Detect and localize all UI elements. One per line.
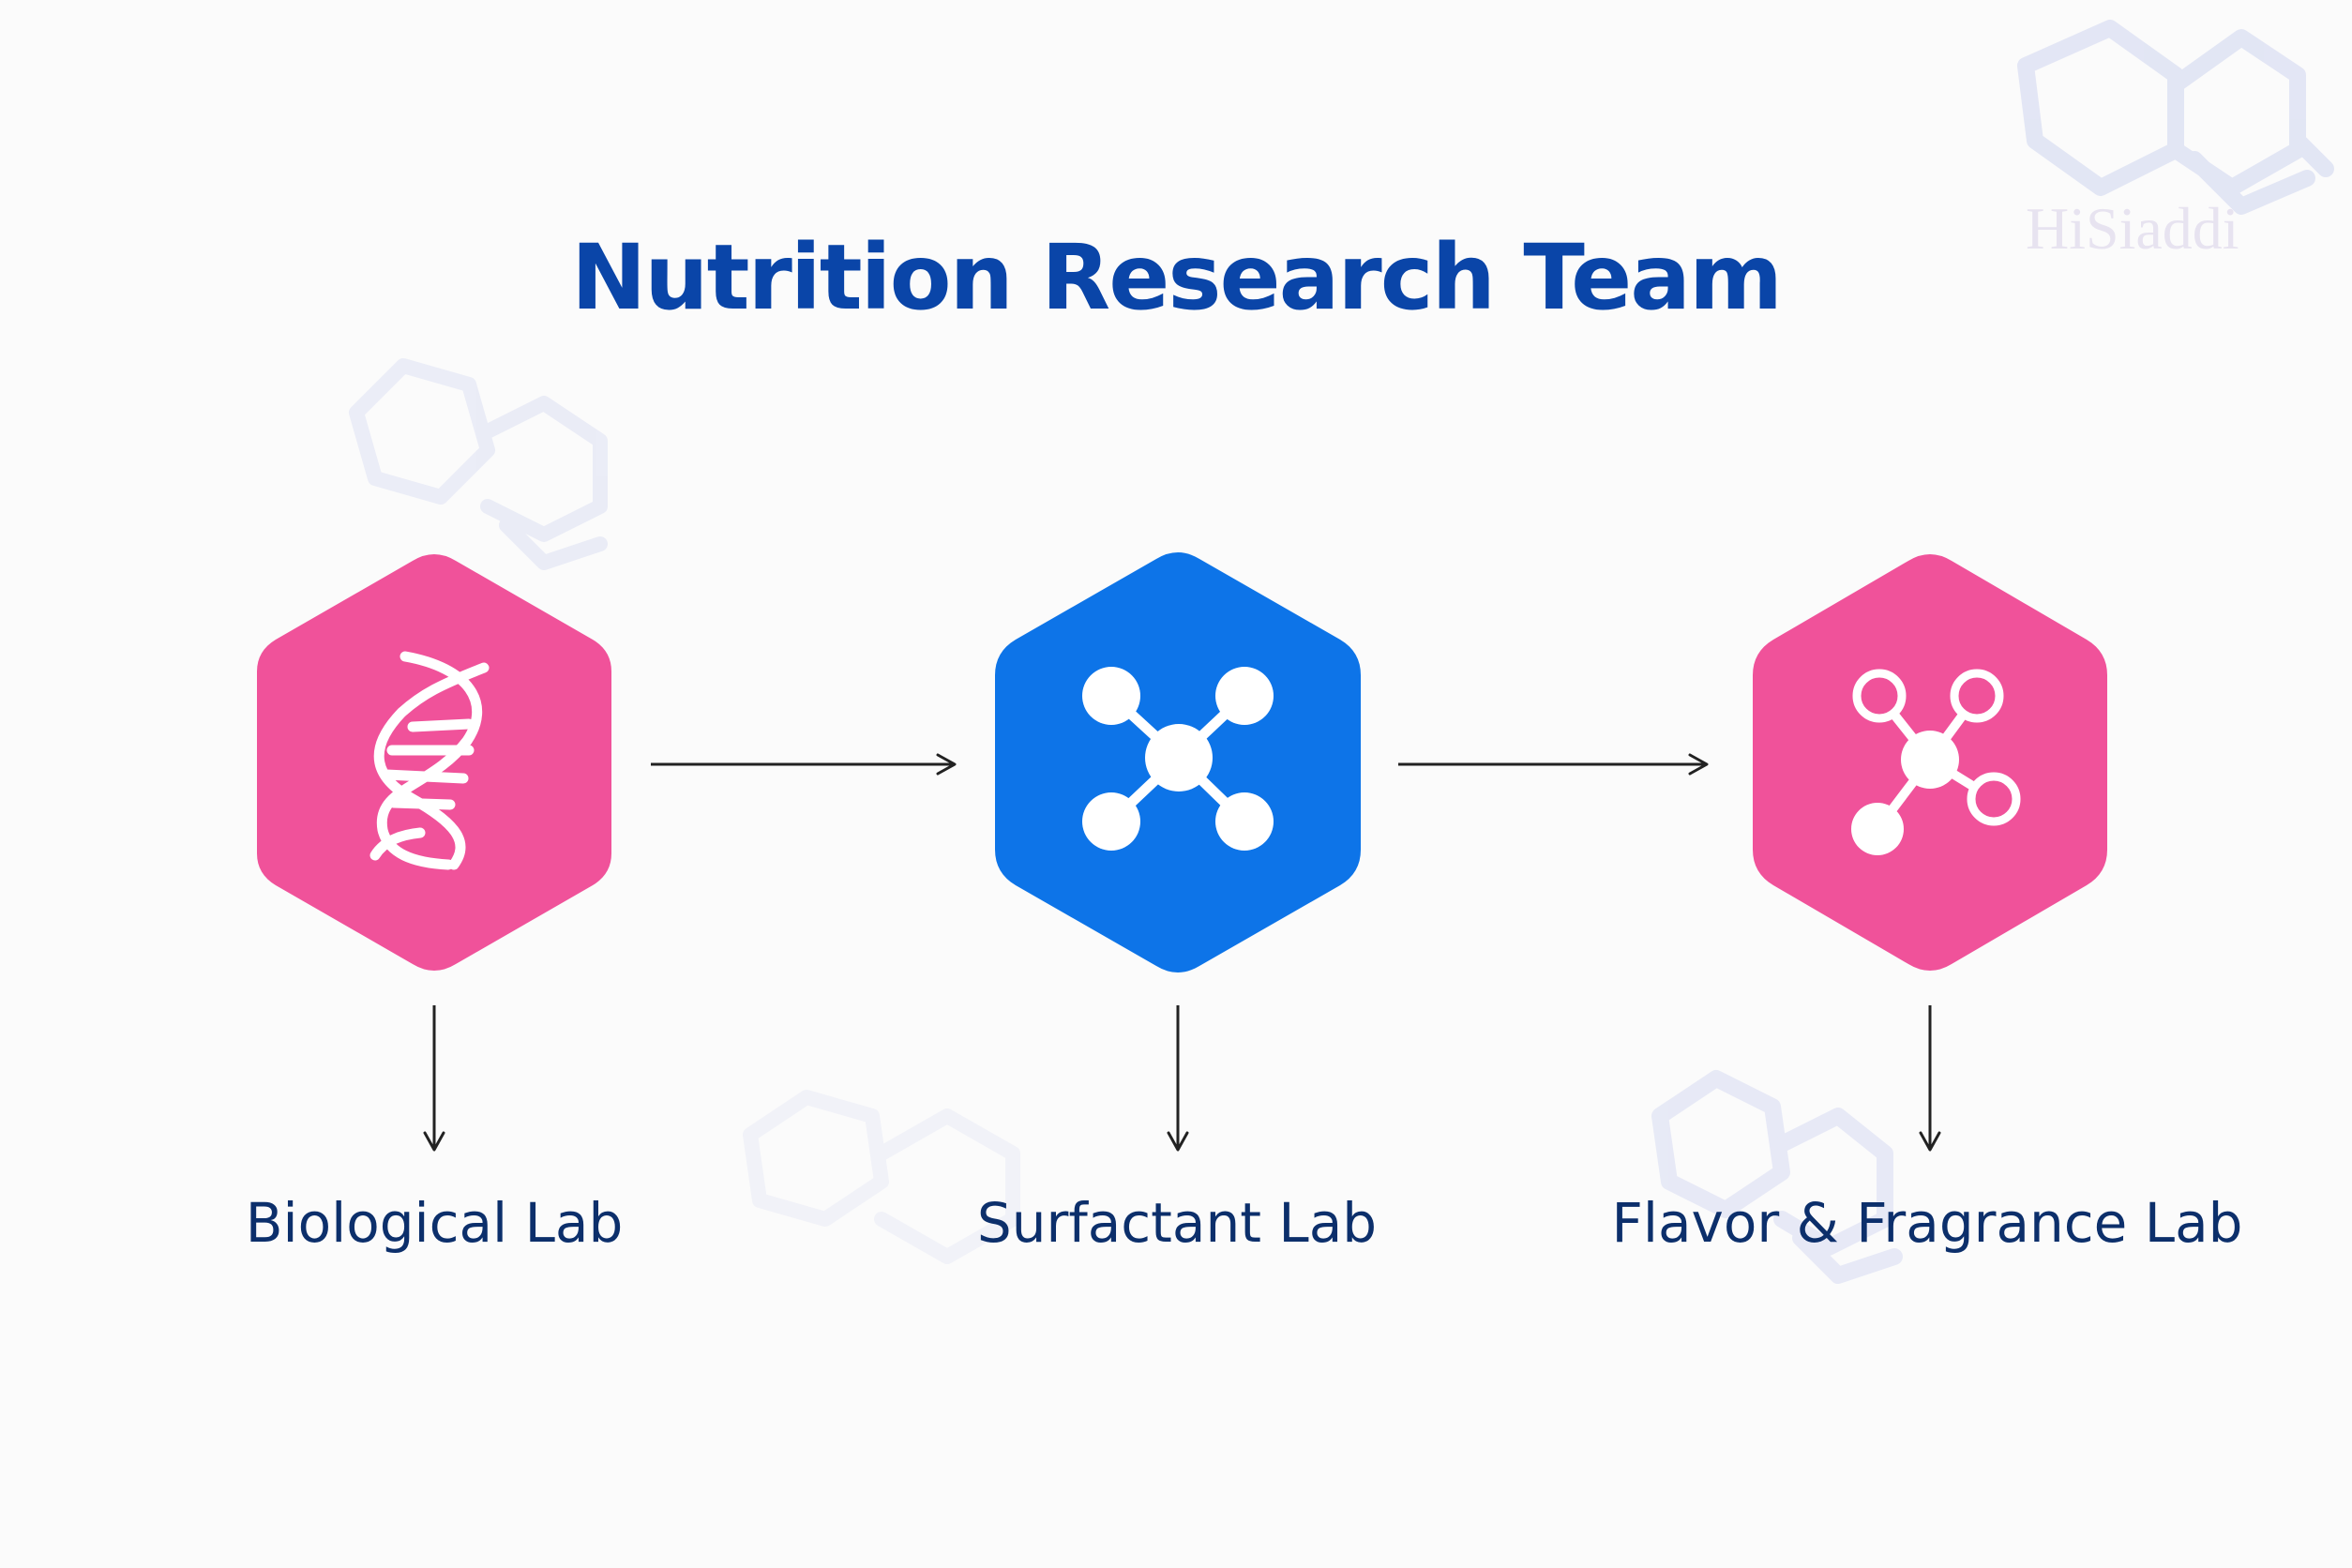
label-biological-lab: Biological Lab <box>245 1191 624 1255</box>
watermark-logo-left <box>349 358 608 570</box>
label-surfactant-lab: Surfactant Lab <box>976 1191 1378 1255</box>
node-flavor <box>1753 554 2107 971</box>
watermark-text-top-right: HiSiaddi <box>2026 195 2239 262</box>
node-biological <box>257 554 611 971</box>
hexagon-biological <box>257 554 611 971</box>
dna-icon <box>369 651 490 870</box>
watermark-logo-bottom-center <box>743 1090 1020 1264</box>
watermark-logo-bottom-right <box>1651 1070 1903 1284</box>
molecule-branch-icon <box>1851 669 2021 855</box>
diagram-title: Nutrition Research Team <box>570 225 1783 330</box>
molecule-x-icon <box>1082 667 1274 851</box>
node-surfactant <box>995 552 1361 972</box>
label-flavor-fragrance-lab: Flavor & Fragrance Lab <box>1611 1191 2243 1255</box>
watermark-logo-top-right: HiSiaddi <box>2017 20 2334 262</box>
